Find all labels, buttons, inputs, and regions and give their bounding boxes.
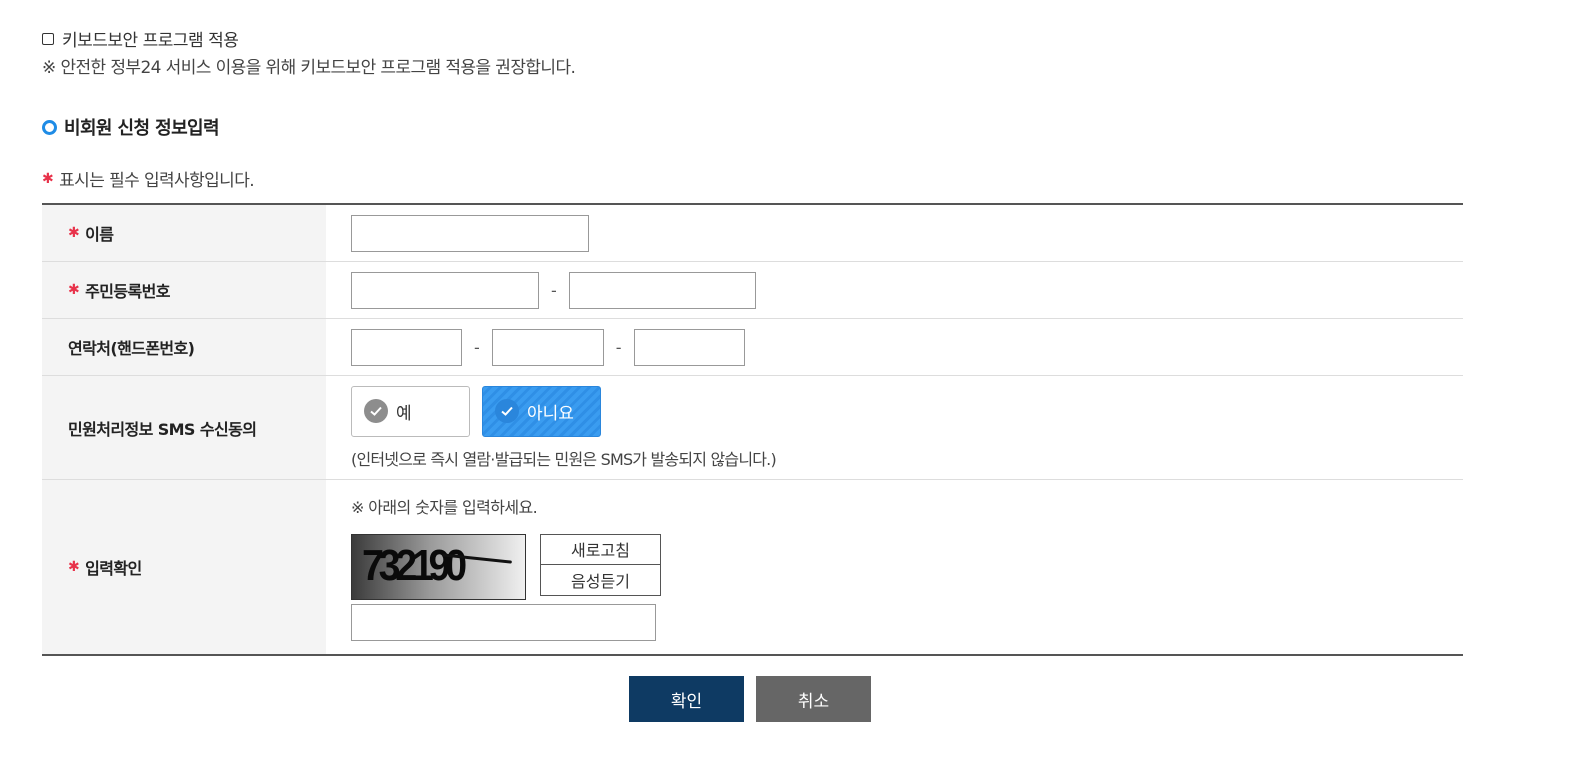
- captcha-row: 732190 새로고침 음성듣기: [351, 533, 661, 600]
- required-note-text: 표시는 필수 입력사항입니다.: [59, 171, 255, 191]
- phone-label: 연락처(핸드폰번호): [68, 339, 195, 358]
- name-label: 이름: [85, 225, 114, 244]
- keyboard-security-row: 키보드보안 프로그램 적용: [42, 26, 239, 51]
- sms-choice-group: 예 아니요: [351, 385, 613, 437]
- captcha-help-text: ※ 아래의 숫자를 입력하세요.: [351, 497, 538, 517]
- sms-label: 민원처리정보 SMS 수신동의: [68, 419, 257, 439]
- phone-part3-input[interactable]: [633, 328, 745, 366]
- cancel-button[interactable]: 취소: [756, 676, 871, 722]
- row-phone: 연락처(핸드폰번호) - -: [42, 319, 1463, 376]
- required-star-icon: ✱: [68, 559, 80, 575]
- keyboard-security-notice: ※ 안전한 정부24 서비스 이용을 위해 키보드보안 프로그램 적용을 권장합…: [42, 58, 576, 78]
- phone-cell: - -: [326, 319, 1463, 375]
- sms-cell: 예 아니요 (인터넷으로 즉시 열람·발급되는 민원은 SMS가 발송되지 않습…: [326, 376, 1463, 479]
- phone-part1-input[interactable]: [351, 328, 462, 366]
- bullet-ring-icon: [42, 119, 57, 135]
- captcha-text: 732190: [362, 540, 467, 590]
- dash: -: [551, 280, 557, 300]
- name-header: ✱ 이름: [42, 205, 326, 261]
- check-icon: [495, 399, 519, 423]
- captcha-input[interactable]: [351, 603, 656, 641]
- captcha-image: 732190: [351, 533, 526, 600]
- rrn-front-input[interactable]: [351, 271, 539, 309]
- row-rrn: ✱ 주민등록번호 -: [42, 262, 1463, 319]
- sms-yes-label: 예: [396, 403, 412, 424]
- captcha-cell: ※ 아래의 숫자를 입력하세요. 732190 새로고침 음성듣기: [326, 480, 1463, 654]
- section-title: 비회원 신청 정보입력: [42, 114, 220, 140]
- required-star-icon: ✱: [68, 225, 80, 241]
- sms-yes-button[interactable]: 예: [351, 385, 470, 437]
- phone-part2-input[interactable]: [491, 328, 604, 366]
- row-name: ✱ 이름: [42, 205, 1463, 262]
- rrn-back-input[interactable]: [568, 271, 756, 309]
- row-captcha: ✱ 입력확인 ※ 아래의 숫자를 입력하세요. 732190 새로고침 음성듣기: [42, 480, 1463, 654]
- name-input[interactable]: [351, 214, 589, 252]
- sms-no-button[interactable]: 아니요: [482, 385, 601, 437]
- check-icon: [364, 399, 388, 423]
- name-cell: [326, 205, 1463, 261]
- keyboard-security-checkbox[interactable]: [42, 32, 54, 45]
- confirm-button[interactable]: 확인: [629, 676, 744, 722]
- keyboard-security-label[interactable]: 키보드보안 프로그램 적용: [62, 31, 239, 51]
- required-star-icon: ✱: [68, 282, 80, 298]
- required-star-icon: ✱: [42, 170, 54, 187]
- sms-no-label: 아니요: [527, 403, 574, 424]
- rrn-cell: -: [326, 262, 1463, 318]
- captcha-header: ✱ 입력확인: [42, 480, 326, 654]
- dash: -: [615, 337, 622, 357]
- rrn-label: 주민등록번호: [85, 282, 170, 301]
- captcha-buttons: 새로고침 음성듣기: [540, 533, 661, 600]
- action-buttons: 확인 취소: [629, 676, 883, 722]
- phone-header: 연락처(핸드폰번호): [42, 319, 326, 375]
- audio-button[interactable]: 음성듣기: [540, 564, 661, 596]
- dash: -: [474, 337, 480, 357]
- captcha-label: 입력확인: [85, 559, 142, 578]
- sms-header: 민원처리정보 SMS 수신동의: [42, 376, 326, 479]
- row-sms: 민원처리정보 SMS 수신동의 예 아니요 (인터넷으로 즉시 열람·발급되는 …: [42, 376, 1463, 480]
- refresh-button[interactable]: 새로고침: [540, 533, 661, 565]
- rrn-header: ✱ 주민등록번호: [42, 262, 326, 318]
- section-title-text: 비회원 신청 정보입력: [64, 118, 220, 139]
- sms-help-text: (인터넷으로 즉시 열람·발급되는 민원은 SMS가 발송되지 않습니다.): [351, 449, 777, 469]
- required-note: ✱ 표시는 필수 입력사항입니다.: [42, 166, 255, 192]
- form-table: ✱ 이름 ✱ 주민등록번호 - 연락처(핸드폰번호) - -: [42, 203, 1463, 656]
